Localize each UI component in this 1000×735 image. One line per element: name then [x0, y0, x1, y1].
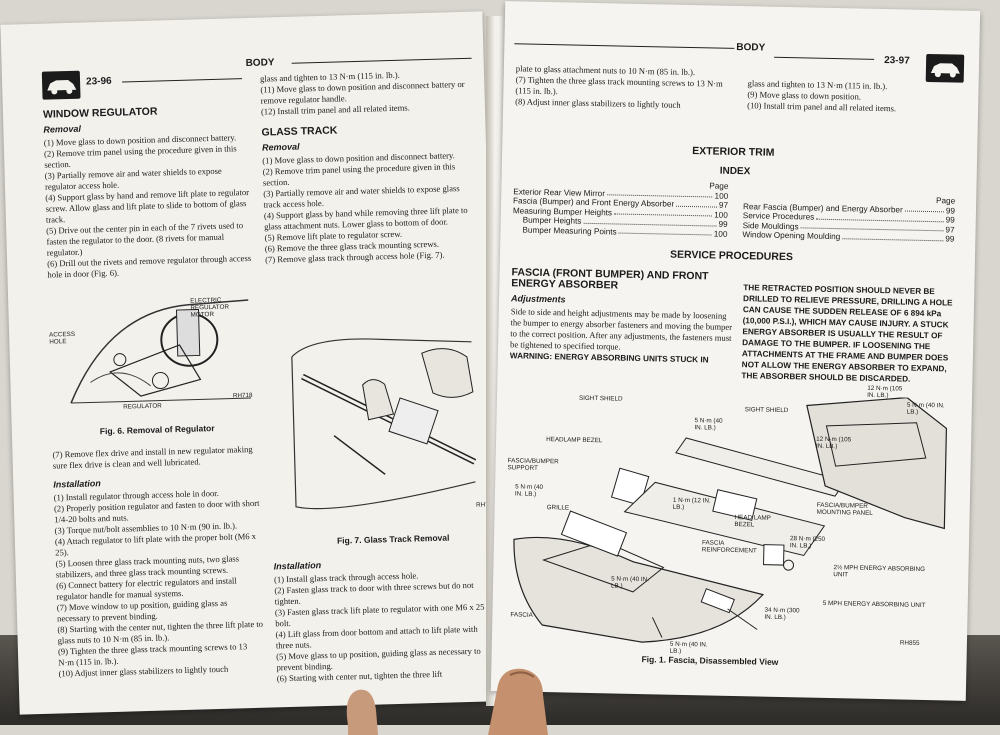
left-column-2: glass and tighten to 13 N·m (115 in. lb.…	[260, 68, 477, 266]
right-page: BODY 23-97 plate to glass attachment nut…	[490, 1, 981, 701]
index-entry-title: Bumper Measuring Points	[522, 225, 617, 236]
index-entry-page: 97	[718, 200, 729, 210]
fig6-caption: Fig. 6. Removal of Regulator	[99, 423, 215, 437]
index-entry-page: 100	[714, 210, 728, 220]
left-column-1: WINDOW REGULATOR Removal (1) Move glass …	[43, 100, 254, 281]
fig1-label: SIGHT SHIELD	[744, 406, 789, 415]
right-column-1-top: plate to glass attachment nuts to 10 N·m…	[515, 63, 734, 112]
page-number: 23-96	[85, 75, 112, 88]
dot-leader	[676, 199, 718, 208]
fig1-torque: 28 N·m (250 IN. LB.)	[789, 535, 826, 550]
step: (7) Remove flex drive and install in new…	[52, 443, 253, 471]
warning-continued: THE RETRACTED POSITION SHOULD NEVER BE D…	[741, 283, 953, 384]
fig1-label: HEADLAMP BEZEL	[546, 436, 603, 445]
fig1-torque: 34 N·m (300 IN. LB.)	[764, 606, 800, 622]
fig1-code: RH855	[899, 639, 920, 647]
dot-leader	[904, 205, 944, 213]
fig6-label: ACCESS HOLE	[49, 330, 76, 346]
header-rule	[774, 56, 875, 60]
index-entry-page: 99	[945, 205, 956, 216]
step: (6) Drill out the rivets and remove regu…	[47, 252, 252, 280]
fig7-illustration	[291, 338, 477, 510]
section-name: BODY	[245, 57, 275, 70]
right-column-1: FASCIA (FRONT BUMPER) AND FRONT ENERGY A…	[510, 263, 734, 366]
dot-leader	[842, 232, 944, 241]
dot-leader	[816, 212, 944, 222]
header-rule	[291, 57, 472, 64]
section-title: FASCIA (FRONT BUMPER) AND FRONT ENERGY A…	[511, 266, 709, 292]
left-page: 23-96 BODY WINDOW REGULATOR Removal (1) …	[0, 11, 502, 715]
index-entry-page: 97	[945, 224, 955, 235]
header-rule	[122, 78, 243, 83]
section-title: WINDOW REGULATOR	[42, 105, 158, 121]
fig6-illustration	[70, 299, 251, 404]
fig1-torque: 5 N·m (40 IN. LB.)	[610, 575, 650, 590]
dot-leader	[618, 227, 712, 236]
fig1-label: SIGHT SHIELD	[578, 394, 623, 403]
fig6-label: ELECTRIC REGULATOR MOTOR	[190, 296, 230, 319]
paragraph: Side to side and height adjustments may …	[509, 306, 733, 352]
fig1-torque: 12 N·m (105 IN. LB.)	[867, 384, 903, 400]
service-procedures-title: SERVICE PROCEDURES	[669, 248, 794, 264]
fig6-code: RH718	[232, 391, 253, 400]
dot-leader	[614, 207, 713, 217]
fig1-label: FASCIA/BUMPER MOUNTING PANEL	[816, 501, 873, 517]
fig1-torque: 1 N·m (12 IN. LB.)	[672, 496, 711, 511]
hand-image	[346, 668, 548, 735]
header-rule	[514, 43, 735, 49]
fig1-label: 2½ MPH ENERGY ABSORBING UNIT	[833, 564, 926, 579]
fig1-label: FASCIA	[510, 611, 533, 619]
fig1-illustration	[513, 396, 948, 643]
fig1-torque: 5 N·m (40 IN. LB.)	[514, 483, 544, 498]
dot-leader	[606, 188, 713, 198]
fig1-label: FASCIA REINFORCEMENT	[701, 539, 757, 555]
fig1-label: GRILLE	[546, 504, 570, 512]
index-right: Page Rear Fascia (Bumper) and Energy Abs…	[742, 192, 955, 244]
index-entry-page: 99	[718, 219, 728, 229]
fig6-label: REGULATOR	[123, 402, 162, 411]
right-column-2-top: glass and tighten to 13 N·m (115 in. lb.…	[747, 78, 958, 115]
fig1-torque: 5 N·m (40 IN. LB.)	[694, 417, 723, 432]
index-entry-page: 99	[945, 234, 955, 244]
fig1-torque: 5 N·m (40 IN. LB.)	[669, 640, 708, 655]
car-icon	[925, 53, 965, 83]
fig1-label: HEAD LAMP BEZEL	[734, 514, 771, 529]
exterior-trim-title: EXTERIOR TRIM	[692, 145, 775, 159]
fig1-torque: 5 N·m (40 IN. LB.)	[906, 401, 945, 416]
section-name: BODY	[736, 41, 766, 54]
index-entry-page: 100	[714, 191, 729, 201]
fig1-caption: Fig. 1. Fascia, Disassembled View	[641, 654, 779, 667]
dot-leader	[583, 216, 717, 227]
fig7-caption: Fig. 7. Glass Track Removal	[336, 532, 450, 546]
index-entry-title: Window Opening Moulding	[742, 230, 841, 242]
index-entry-page: 99	[945, 215, 955, 225]
index-right-list: Rear Fascia (Bumper) and Energy Absorber…	[742, 202, 955, 244]
section-title: GLASS TRACK	[261, 124, 338, 139]
left-column-1b: (7) Remove flex drive and install in new…	[52, 444, 264, 680]
page-number: 23-97	[884, 55, 910, 67]
fig1-torque: 12 N·m (105 IN. LB.)	[815, 435, 852, 451]
index-entry-page: 100	[713, 229, 728, 239]
car-icon	[41, 70, 81, 100]
fig1-label: FASCIA/BUMPER SUPPORT	[507, 457, 559, 472]
index-title: INDEX	[719, 165, 751, 178]
